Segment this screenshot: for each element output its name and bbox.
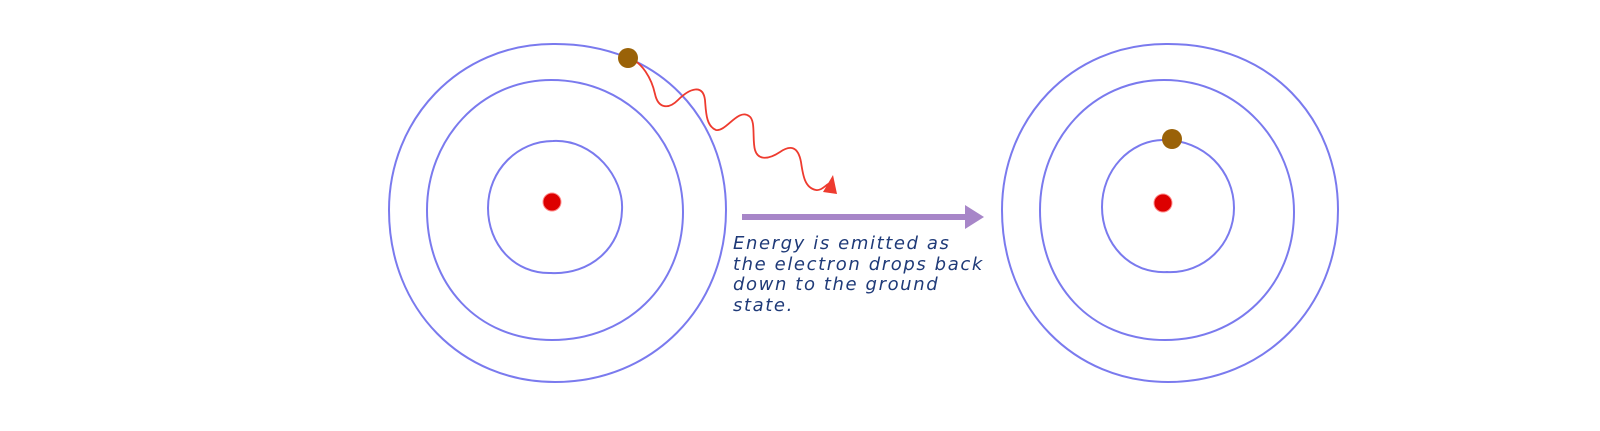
orbit-3: [1000, 42, 1340, 384]
photon-arrowhead: [823, 175, 837, 194]
photon-emission: [626, 57, 837, 194]
transition-arrow-head: [965, 205, 984, 229]
electron-excited: [618, 48, 638, 68]
nucleus: [1153, 193, 1173, 213]
orbit-2: [1038, 78, 1296, 342]
caption-line-1: Energy is emitted as: [733, 233, 951, 254]
orbit-3: [387, 42, 728, 384]
atom-excited: [387, 42, 728, 384]
nucleus: [542, 192, 562, 212]
electron-ground: [1162, 129, 1182, 149]
caption-line-3: down to the ground: [733, 274, 940, 295]
orbit-1: [486, 139, 624, 275]
orbit-2: [425, 78, 685, 342]
transition-arrow: [742, 205, 984, 229]
atom-ground: [1000, 42, 1340, 384]
photon-wave: [626, 57, 833, 191]
emission-caption: Energy is emitted as the electron drops …: [733, 233, 1033, 316]
caption-line-2: the electron drops back: [733, 253, 984, 275]
orbit-1: [1100, 138, 1236, 274]
caption-line-4: state.: [733, 294, 794, 316]
